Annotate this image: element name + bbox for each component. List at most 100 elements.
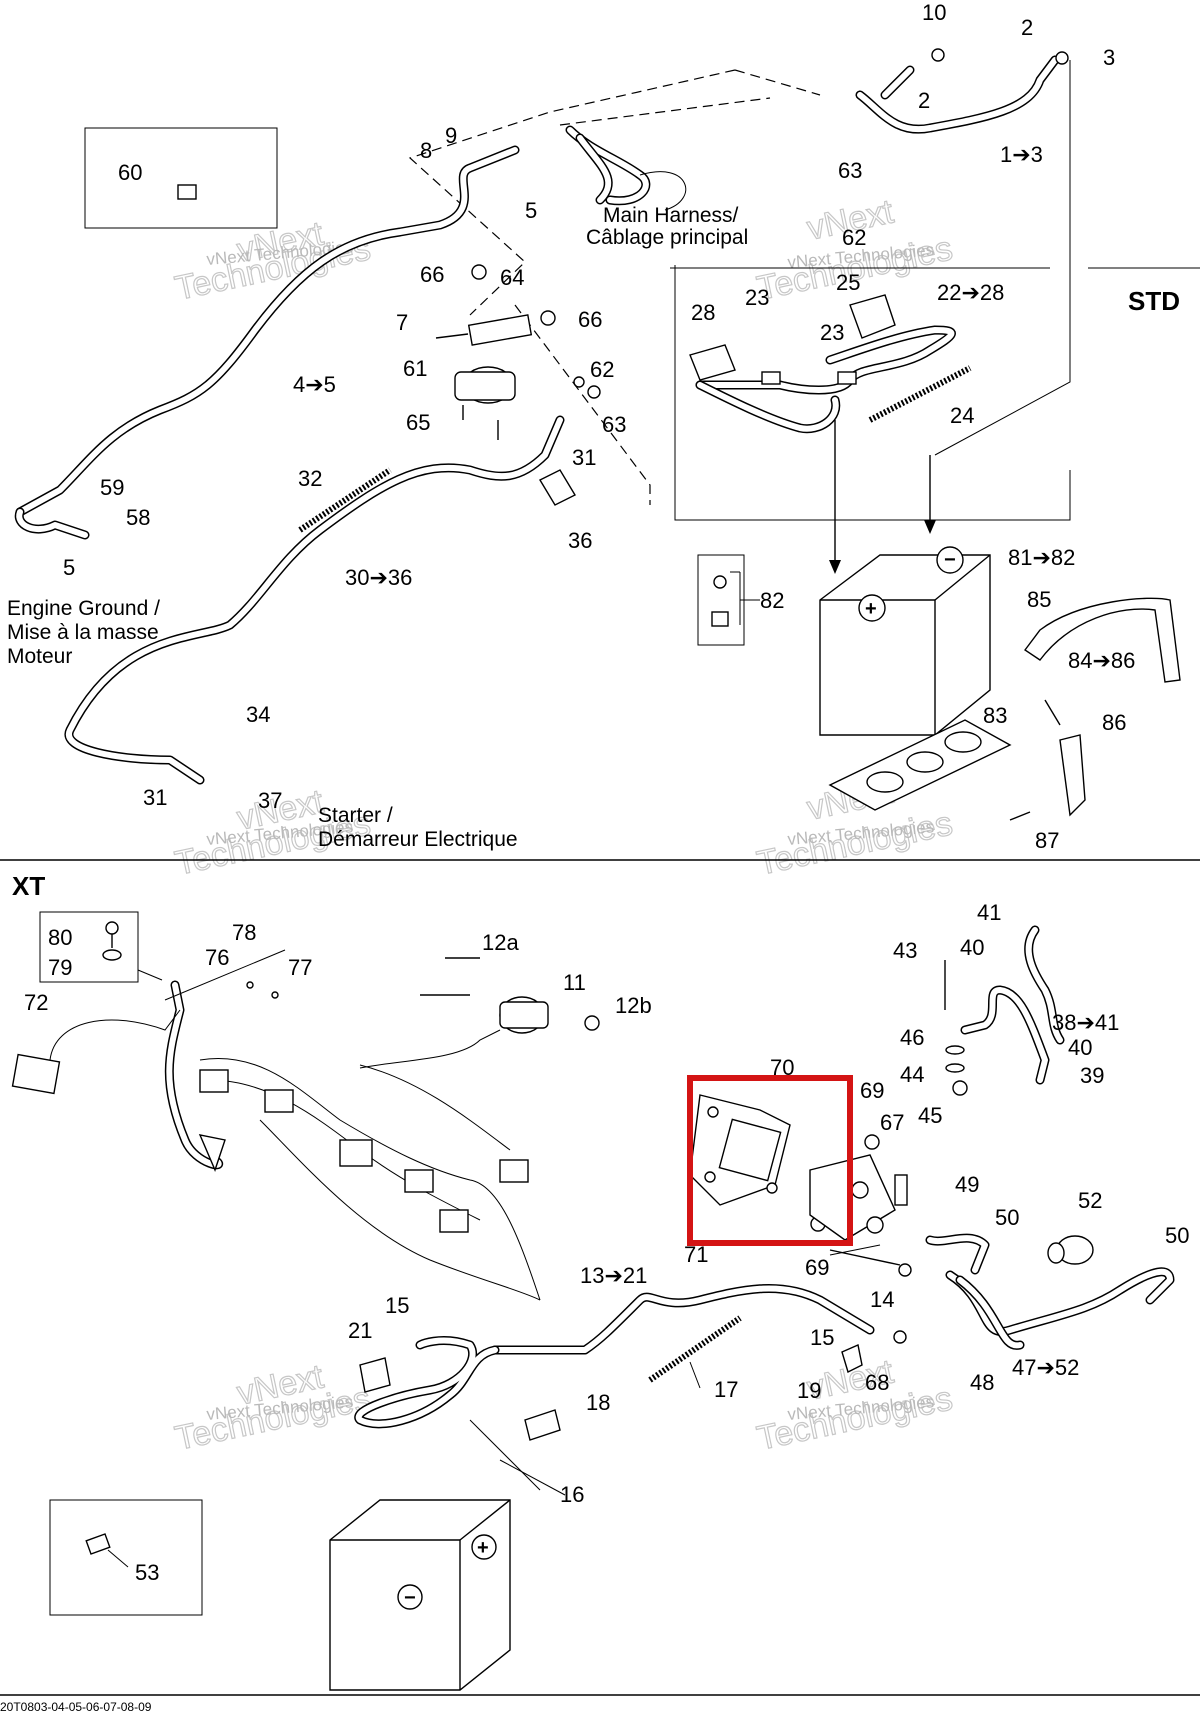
plug-77	[271, 991, 279, 999]
callout-30-36: 30➔36	[345, 565, 412, 590]
nut-82	[711, 611, 729, 627]
callout-64: 64	[500, 265, 524, 290]
callout-12a: 12a	[482, 930, 519, 955]
callout-61: 61	[403, 356, 427, 381]
callout-60: 60	[118, 160, 142, 185]
callout-24: 24	[950, 403, 974, 428]
callout-62: 62	[590, 357, 614, 382]
battery-plus-sign: +	[865, 598, 877, 620]
callout-63: 63	[602, 412, 626, 437]
callout-2: 2	[918, 88, 930, 113]
callout-52: 52	[1078, 1188, 1102, 1213]
callout-31: 31	[143, 785, 167, 810]
callout-50: 50	[1165, 1223, 1189, 1248]
plug-78	[246, 981, 254, 989]
callout-38-41: 38➔41	[1052, 1010, 1119, 1035]
callout-10: 10	[922, 0, 946, 25]
callout-59: 59	[100, 475, 124, 500]
callout-83: 83	[983, 703, 1007, 728]
item-60-box	[84, 127, 278, 229]
callout-41: 41	[977, 900, 1001, 925]
connector-72	[11, 1053, 61, 1095]
callout-69: 69	[860, 1078, 884, 1103]
main-harness-xt	[199, 1058, 541, 1301]
callout-72: 72	[24, 990, 48, 1015]
callout-4-5: 4➔5	[293, 372, 336, 397]
callout-50: 50	[995, 1205, 1019, 1230]
callout-80: 80	[48, 925, 72, 950]
dashed-leader	[559, 97, 771, 126]
nut-69	[864, 1134, 880, 1150]
callout-40: 40	[1068, 1035, 1092, 1060]
callout-23: 23	[820, 320, 844, 345]
callout-39: 39	[1080, 1063, 1104, 1088]
screw-87	[1009, 811, 1031, 821]
callout-82: 82	[760, 588, 784, 613]
terminal-23	[837, 371, 857, 385]
callout-76: 76	[205, 945, 229, 970]
engine-ground-caption-fr: Mise à la masse	[7, 621, 159, 644]
boot-19	[841, 1344, 863, 1373]
sleeve-17	[648, 1315, 742, 1383]
callout-84-86: 84➔86	[1068, 648, 1135, 673]
callout-13-21: 13➔21	[580, 1263, 647, 1288]
callout-70: 70	[770, 1055, 794, 1080]
xt-section: XT	[11, 871, 1189, 1691]
std-section-label: STD	[1128, 286, 1180, 316]
highlight-box	[687, 1075, 853, 1246]
battery-minus-terminal	[936, 546, 964, 574]
callout-67: 67	[880, 1110, 904, 1135]
callout-71: 71	[684, 1242, 708, 1267]
sleeve-24	[868, 365, 972, 423]
connector	[404, 1169, 434, 1193]
callout-5: 5	[63, 555, 75, 580]
callout-40: 40	[960, 935, 984, 960]
callout-34: 34	[246, 702, 270, 727]
sensor	[198, 1134, 226, 1172]
callout-66: 66	[578, 307, 602, 332]
nut-63	[587, 385, 601, 399]
main-harness-caption: Main Harness/	[603, 204, 739, 227]
callout-28: 28	[691, 300, 715, 325]
connector	[439, 1209, 469, 1233]
bracket-64	[467, 314, 533, 346]
callout-85: 85	[1027, 587, 1051, 612]
boot-18	[524, 1409, 561, 1441]
callout-17: 17	[714, 1377, 738, 1402]
callout-66: 66	[420, 262, 444, 287]
callout-7: 7	[396, 310, 408, 335]
wire-76	[164, 949, 286, 1001]
callout-53: 53	[135, 1560, 159, 1585]
callout-49: 49	[955, 1172, 979, 1197]
boot-25	[849, 294, 896, 339]
bracket-70-window	[718, 1118, 782, 1182]
nut-12b	[584, 1015, 600, 1031]
washer-44	[945, 1063, 965, 1073]
callout-44: 44	[900, 1062, 924, 1087]
boot-21	[359, 1357, 391, 1393]
callout-23: 23	[745, 285, 769, 310]
bolt-80	[105, 921, 119, 935]
bracket-86	[1059, 734, 1086, 817]
callout-8: 8	[420, 138, 432, 163]
callout-43: 43	[893, 938, 917, 963]
std-section: STD	[7, 0, 1200, 853]
callout-32: 32	[298, 466, 322, 491]
callout-19: 19	[797, 1378, 821, 1403]
item-80-box	[39, 911, 139, 983]
washer-79	[102, 949, 122, 961]
arrow-head	[924, 520, 936, 534]
std-frame	[674, 265, 1071, 521]
callout-1-3: 1➔3	[1000, 142, 1043, 167]
callout-81-82: 81➔82	[1008, 545, 1075, 570]
battery-minus-sign: −	[944, 549, 956, 571]
callout-78: 78	[232, 920, 256, 945]
nut-45	[952, 1080, 968, 1096]
dashed-leader	[408, 69, 821, 316]
arrow-head	[829, 560, 841, 574]
callout-12b: 12b	[615, 993, 652, 1018]
connector	[339, 1139, 373, 1167]
strap-85	[1023, 597, 1181, 683]
nut-68	[893, 1330, 907, 1344]
